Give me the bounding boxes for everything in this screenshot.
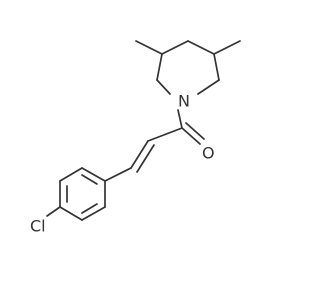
bond-c-left-c-methyl-left <box>156 53 163 81</box>
bond-carbonyl-alpha <box>147 127 183 142</box>
bond-aryl-inner-3 <box>81 203 98 214</box>
bond-aryl-c2-c3 <box>59 167 83 182</box>
bond-n-c-left <box>156 79 171 95</box>
bond-carbonyl-oxygen-a <box>181 127 201 145</box>
bond-c-left-c-top <box>161 40 189 55</box>
bond-n-carbonyl <box>177 109 183 129</box>
bond-aryl-chlorine <box>46 206 61 217</box>
atom-label-cl: Cl <box>30 217 46 236</box>
bond-c-top-c-right <box>187 40 215 55</box>
bond-aryl-c5-c6 <box>81 206 106 221</box>
molecule-diagram: N O Cl <box>30 40 241 236</box>
bond-carbonyl-oxygen-b <box>185 122 205 140</box>
bond-beta-aryl <box>104 167 132 182</box>
bond-methyl-right <box>213 40 241 55</box>
bond-methyl-left <box>135 40 163 55</box>
molecule-canvas: N O Cl <box>30 40 241 236</box>
bond-alpha-beta-a <box>130 140 149 169</box>
bond-aryl-c1-c2 <box>81 167 106 182</box>
bond-c-right-c-n-right <box>213 53 220 81</box>
bond-aryl-c4-c5 <box>59 206 83 221</box>
bond-aryl-inner-1 <box>81 174 98 185</box>
bond-alpha-beta-b <box>136 144 155 173</box>
atom-label-n: N <box>178 92 190 111</box>
bond-c-n-right-n <box>197 79 220 95</box>
atom-label-o: O <box>202 144 215 163</box>
